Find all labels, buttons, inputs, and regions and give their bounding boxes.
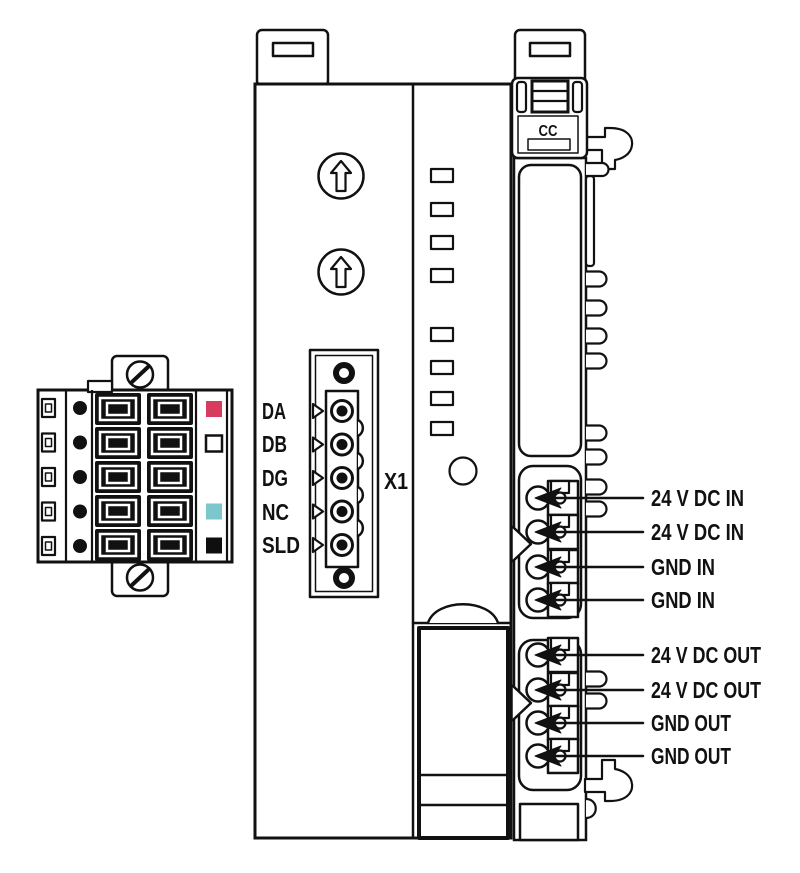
led-indicator [429, 167, 455, 184]
bus-contact-icon [586, 692, 608, 710]
power-terminal-column: CC 24 V DC IN 24 V DC IN GND IN [510, 28, 761, 842]
wire-arrow-icon [534, 589, 562, 611]
bus-contact-icon [586, 161, 610, 178]
bus-contact-icon [586, 670, 608, 688]
wire-color-white-swatch [204, 434, 224, 453]
bus-contact-icon [586, 424, 608, 442]
x1-scallop [356, 485, 365, 505]
wire-arrow-icon [534, 679, 562, 701]
arrow-up-icon [317, 248, 365, 296]
power-terminal: GND OUT [525, 737, 731, 775]
power-terminal: GND IN [525, 581, 715, 619]
plug-top-tab [86, 379, 114, 394]
led-indicator [429, 326, 455, 343]
x1-screw-ring-top [333, 362, 355, 384]
wire-arrow-icon [534, 556, 562, 578]
bus-contact-icon [586, 270, 608, 288]
wire-arrow-icon [534, 487, 562, 509]
terminal-label: 24 V DC OUT [651, 642, 761, 668]
cc-latch: CC [510, 76, 589, 160]
led-indicator [429, 201, 455, 218]
terminal-label: GND OUT [651, 710, 731, 736]
pin-label-nc: NC [262, 499, 289, 525]
wire-color-red-swatch [206, 401, 222, 417]
mounting-tab-right-slot [528, 41, 572, 58]
column-top-panel [517, 163, 583, 458]
led-indicator [429, 359, 455, 376]
led-indicator [429, 420, 455, 437]
din-rail-hook-top-icon [583, 126, 634, 171]
terminal-label: GND IN [651, 554, 715, 580]
group-notch [511, 525, 533, 563]
power-terminal: 24 V DC IN [525, 479, 744, 517]
terminal-label: GND IN [651, 587, 715, 613]
x1-scallop [356, 518, 365, 538]
column-bottom-panel [518, 802, 580, 842]
bus-contact-bar [584, 174, 596, 268]
wire-arrow-icon [534, 644, 562, 666]
screw-bottom-icon [125, 563, 155, 592]
module-housing [253, 28, 513, 840]
bus-contact-icon [586, 299, 608, 317]
bottom-bus-connector [411, 603, 513, 840]
plug-terminal-grid [95, 393, 193, 561]
group-notch [511, 684, 533, 722]
wire-arrow-icon [534, 521, 562, 543]
x1-scallop [356, 451, 365, 471]
pin-label-db: DB [262, 431, 287, 457]
terminal-label: GND OUT [651, 743, 731, 769]
led-indicators [429, 167, 455, 437]
power-terminal: GND IN [525, 548, 715, 586]
bus-contact-icon [586, 448, 608, 466]
power-terminal: GND OUT [525, 704, 731, 742]
plug-connector [36, 354, 234, 598]
bus-contact-icon [586, 327, 608, 345]
screw-top-icon [125, 360, 155, 389]
terminal-label: 24 V DC OUT [651, 677, 761, 703]
wire-color-black-swatch [206, 537, 222, 554]
mounting-tab-left [255, 28, 330, 88]
bus-contact-icon [586, 478, 608, 496]
arrow-up-icon [317, 152, 365, 200]
bus-contact-icon [586, 500, 608, 518]
power-terminal: 24 V DC IN [525, 513, 744, 551]
pin-label-dg: DG [262, 465, 288, 491]
pin-label-da: DA [262, 398, 286, 424]
x1-screw-ring-bottom [333, 567, 355, 589]
plug-side-pins [40, 397, 57, 557]
wire-arrow-icon [534, 712, 562, 734]
power-terminal: 24 V DC OUT [525, 636, 761, 674]
cc-label: CC [539, 123, 558, 140]
led-indicator [429, 267, 455, 284]
terminal-label: 24 V DC IN [651, 519, 744, 545]
bus-contact-icon [586, 352, 608, 370]
wire-color-swatches [204, 401, 224, 554]
power-terminal: 24 V DC OUT [525, 671, 761, 709]
x1-contacts [311, 399, 354, 557]
terminal-label: 24 V DC IN [651, 485, 744, 511]
x1-label: X1 [384, 468, 408, 494]
mounting-tab-left-slot [271, 41, 315, 58]
wire-color-lightblue-swatch [206, 503, 222, 520]
x1-connector: DA DB DG NC SLD X1 [262, 348, 408, 599]
plug-contact-dots [73, 401, 87, 553]
bottom-bump [585, 797, 597, 820]
led-indicator [429, 390, 455, 407]
service-button [448, 456, 478, 486]
din-rail-hook-bottom-icon [583, 758, 634, 803]
wire-arrow-icon [534, 745, 562, 767]
x1-scallop [356, 418, 365, 438]
pin-label-sld: SLD [262, 532, 300, 558]
led-indicator [429, 234, 455, 251]
